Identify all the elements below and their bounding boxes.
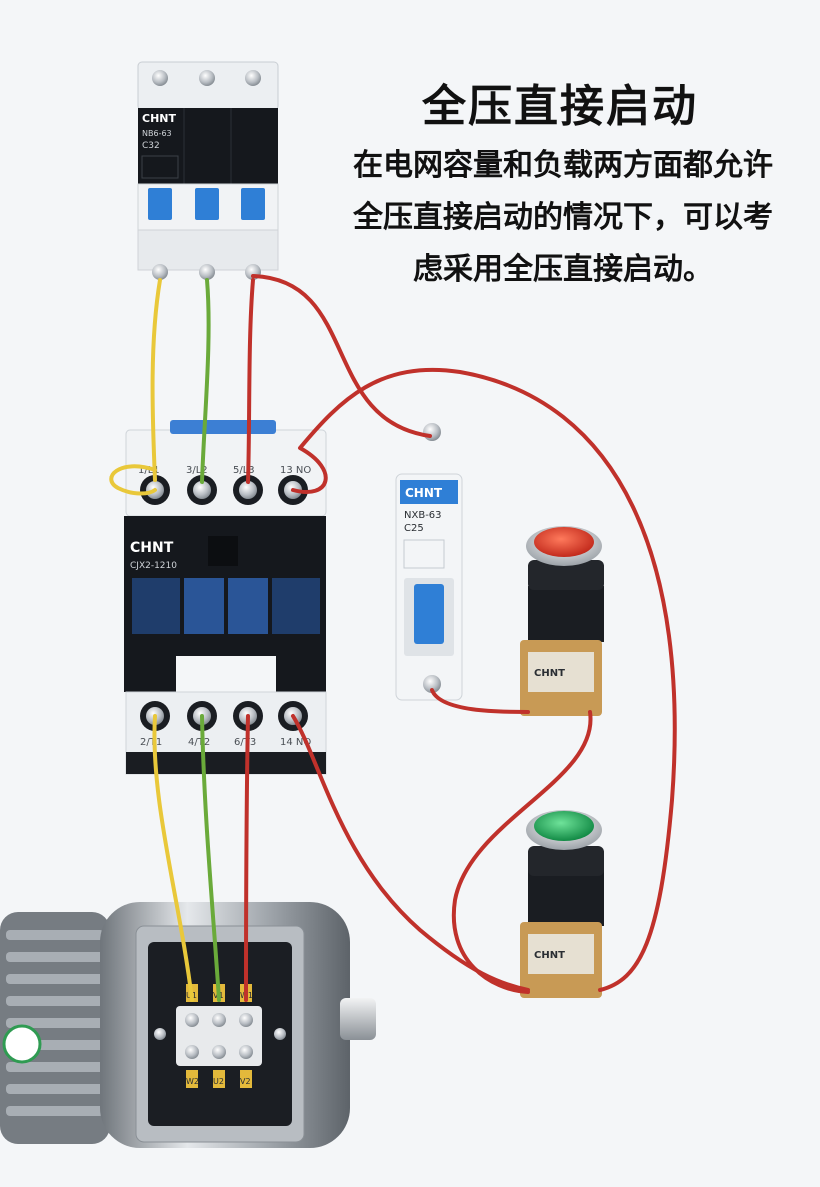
start-button-brand: CHNT xyxy=(534,950,565,961)
wire-yellow-l1 xyxy=(150,278,162,482)
terminal-screw-icon xyxy=(185,1013,199,1027)
terminal-label: 13 NO xyxy=(280,465,311,476)
wire-yellow-t1-to-motor xyxy=(152,714,194,1002)
screw-icon xyxy=(199,264,215,280)
breaker-brand: CHNT xyxy=(142,112,176,125)
screw-icon xyxy=(199,70,215,86)
wire-red-stop-to-start xyxy=(451,710,593,994)
control-circuit-breaker: CHNT NXB-63 C25 xyxy=(395,423,463,701)
breaker-toggle-handle[interactable] xyxy=(195,188,219,220)
terminal-label: 14 NO xyxy=(280,737,311,748)
description-line-2: 全压直接启动的情况下，可以考 xyxy=(353,200,773,235)
breaker-rating: C32 xyxy=(142,141,160,151)
start-button-cap-icon[interactable] xyxy=(534,811,594,841)
control-breaker-rating: C25 xyxy=(404,523,424,534)
description-text: 在电网容量和负载两方面都允许 全压直接启动的情况下，可以考 虑采用全压直接启动。 xyxy=(318,140,808,296)
wire-green-l2 xyxy=(200,278,211,484)
control-breaker-model: NXB-63 xyxy=(404,510,442,521)
screw-icon xyxy=(423,423,441,441)
main-circuit-breaker: CHNT NB6-63 C32 xyxy=(137,61,279,280)
wire-yellow-loop xyxy=(109,464,157,496)
start-push-button[interactable]: CHNT xyxy=(520,810,604,998)
terminal-label: 2/T1 xyxy=(140,737,162,748)
screw-icon xyxy=(245,70,261,86)
wire-red-14no-to-start xyxy=(291,714,530,992)
terminal-label: 4/T2 xyxy=(188,737,210,748)
label-seal-icon xyxy=(2,1024,42,1064)
motor-terminal-label: U2 xyxy=(213,1077,224,1086)
breaker-toggle-handle[interactable] xyxy=(241,188,265,220)
terminal-label: 6/T3 xyxy=(234,737,256,748)
control-breaker-brand: CHNT xyxy=(405,486,443,500)
description-line-1: 在电网容量和负载两方面都允许 xyxy=(353,148,773,183)
screw-icon xyxy=(152,264,168,280)
wire-red-l3 xyxy=(246,278,255,484)
wire-red-13no-loop xyxy=(291,367,677,992)
three-phase-motor: U1 V1 W1 W2 U2 V2 xyxy=(0,902,376,1148)
terminal-screw-icon xyxy=(239,1013,253,1027)
stop-push-button[interactable]: CHNT xyxy=(520,526,604,716)
contactor-brand: CHNT xyxy=(130,540,174,556)
wire-red-breaker-to-stop xyxy=(430,688,530,714)
stop-button-brand: CHNT xyxy=(534,668,565,679)
terminal-screw-icon xyxy=(212,1045,226,1059)
breaker-model: NB6-63 xyxy=(142,129,172,138)
terminal-label: 5/L3 xyxy=(233,465,255,476)
page-title: 全压直接启动 xyxy=(422,81,698,132)
wire-red-l3-to-control-breaker xyxy=(251,274,432,438)
terminal-screw-icon xyxy=(239,1045,253,1059)
control-breaker-toggle[interactable] xyxy=(414,584,444,644)
screw-icon xyxy=(423,675,441,693)
terminal-screw-icon xyxy=(193,481,211,499)
terminal-label: 1/L1 xyxy=(138,465,160,476)
breaker-toggle-handle[interactable] xyxy=(148,188,172,220)
terminal-screw-icon xyxy=(185,1045,199,1059)
motor-terminal-label: V2 xyxy=(240,1077,251,1086)
terminal-screw-icon xyxy=(239,481,257,499)
description-line-3: 虑采用全压直接启动。 xyxy=(413,252,713,287)
stop-button-cap-icon[interactable] xyxy=(534,527,594,557)
wire-green-t2-to-motor xyxy=(200,714,221,1002)
motor-terminal-label: W2 xyxy=(186,1077,199,1086)
screw-icon xyxy=(152,70,168,86)
wire-red-t3-to-motor xyxy=(244,714,250,1002)
contactor-model: CJX2-1210 xyxy=(130,561,177,571)
terminal-label: 3/L2 xyxy=(186,465,208,476)
terminal-screw-icon xyxy=(212,1013,226,1027)
